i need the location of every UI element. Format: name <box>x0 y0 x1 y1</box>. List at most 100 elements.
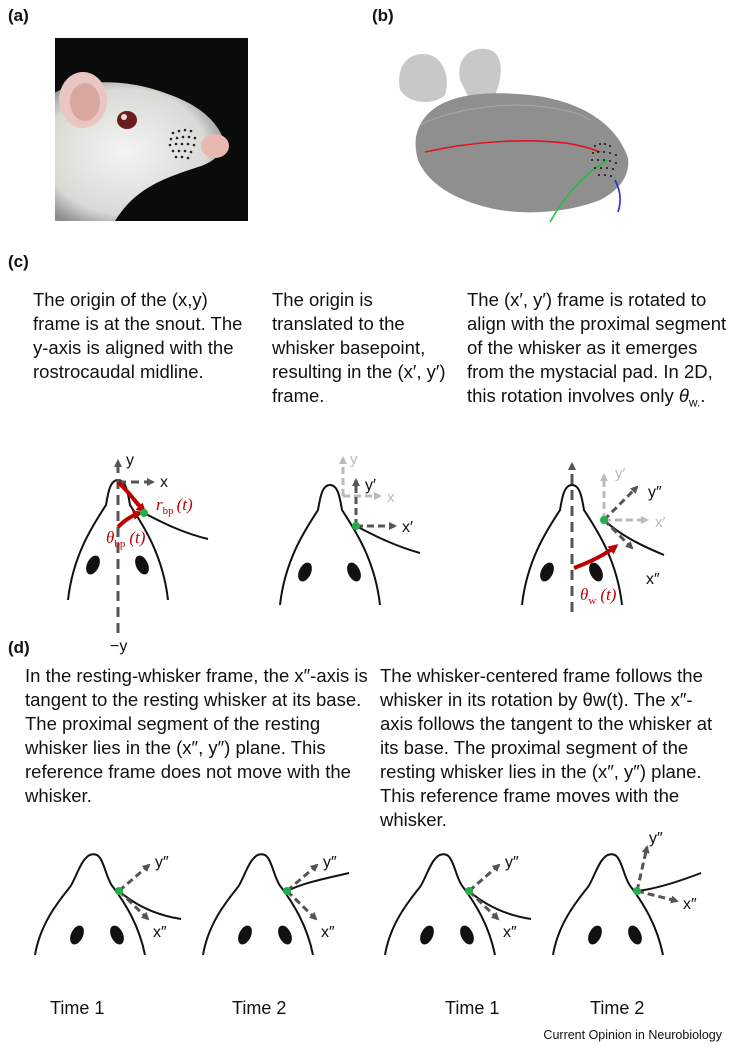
whisker-curve <box>636 872 702 892</box>
x-label: x <box>160 474 168 491</box>
y-dprime-axis <box>118 863 151 893</box>
y-dprime-label: y″ <box>648 484 662 501</box>
head-outline <box>279 483 381 606</box>
left-eye <box>86 555 100 575</box>
r-symbol: r <box>156 495 163 514</box>
right-eye <box>278 925 292 945</box>
x-dprime-label: x″ <box>683 896 697 913</box>
y-prime-label: y′ <box>615 465 626 482</box>
whisker-basepoint <box>600 516 608 524</box>
head-diagram-d1: y″ x″ <box>34 853 182 956</box>
left-eye <box>70 925 84 945</box>
panel-label-b: (b) <box>372 6 394 25</box>
left-eye <box>420 925 434 945</box>
y-dprime-axis <box>468 863 501 893</box>
y-prime-label: y′ <box>365 477 376 494</box>
head-outline <box>384 853 496 956</box>
time-label-3: Time 1 <box>445 998 500 1018</box>
head-diagram-d4: y″ x″ <box>552 830 702 956</box>
head-outline <box>34 853 146 956</box>
caption-c3: The (x′, y′) frame is rotated to align w… <box>467 288 729 415</box>
ghost-x-label: x <box>387 489 395 506</box>
green-whisker-curve <box>549 159 609 223</box>
theta-bp-label: θbp(t) <box>106 528 146 550</box>
panel-label-d: (d) <box>8 638 30 657</box>
neg-y-label: −y <box>110 638 127 655</box>
y-dprime-axis <box>602 485 639 522</box>
caption-d1: In the resting-whisker frame, the x″-axi… <box>25 665 368 806</box>
theta-symbol: θ <box>106 528 114 547</box>
caption-c3-theta-sub: w. <box>688 395 701 410</box>
rat-head-3d-model <box>399 48 629 223</box>
caption-c3-theta: θ <box>678 385 689 406</box>
head-outline <box>202 853 314 956</box>
r-bp-label: rbp(t) <box>156 495 193 517</box>
left-eye <box>238 925 252 945</box>
x-dprime-axis <box>117 889 150 921</box>
head-diagram-c2: y x y′ x′ <box>279 451 421 606</box>
journal-credit: Current Opinion in Neurobiology <box>543 1028 722 1042</box>
y-dprime-axis <box>635 845 650 892</box>
midline-curve <box>424 140 601 153</box>
x-prime-label: x′ <box>655 514 666 531</box>
whisker-basepoint <box>283 887 291 895</box>
x-dprime-label: x″ <box>503 924 517 941</box>
caption-c3-end: . <box>700 385 706 406</box>
y-dprime-axis <box>286 863 319 893</box>
x-dprime-axis <box>467 889 500 921</box>
x-dprime-axis <box>602 518 634 550</box>
whisker-basepoint <box>115 887 123 895</box>
whisker-curve <box>355 525 421 554</box>
y-dprime-label: y″ <box>155 854 169 871</box>
theta-bp-arc <box>116 510 143 529</box>
blue-whisker-curve <box>614 179 621 213</box>
right-eye <box>347 562 361 582</box>
right-eye <box>110 925 124 945</box>
r-sub: bp <box>163 505 175 517</box>
r-arg: (t) <box>177 495 193 514</box>
theta-sub: w <box>588 595 596 607</box>
head-diagram-d3: y″ x″ <box>384 853 532 956</box>
left-eye <box>588 925 602 945</box>
x-dprime-axis <box>285 889 318 921</box>
theta-w-label: θw (t) <box>580 585 617 607</box>
right-eye <box>589 562 603 582</box>
whisker-basepoint <box>465 887 473 895</box>
x-prime-label: x′ <box>402 519 413 536</box>
y-dprime-label: y″ <box>649 830 663 847</box>
head-diagram-d2: y″ x″ <box>202 853 350 956</box>
whisker-basepoint <box>140 509 148 517</box>
head-outline <box>521 483 623 606</box>
whisker-basepoint <box>633 887 641 895</box>
caption-d2: The whisker-centered frame follows the w… <box>380 665 713 830</box>
time-label-1: Time 1 <box>50 998 105 1018</box>
theta-symbol: θ <box>580 585 588 604</box>
head-diagram-c1: y x −y rbp(t) θbp(t) <box>67 452 209 655</box>
caption-c2: The origin is translated to the whisker … <box>272 289 446 406</box>
left-eye <box>540 562 554 582</box>
theta-arg: (t) <box>600 585 616 604</box>
theta-sub: bp <box>114 538 126 550</box>
time-label-2: Time 2 <box>232 998 287 1018</box>
right-eye <box>628 925 642 945</box>
panel-label-a: (a) <box>8 6 29 25</box>
right-eye <box>135 555 149 575</box>
whisker-curve <box>143 512 209 540</box>
caption-c3-text: The (x′, y′) frame is rotated to align w… <box>467 289 727 406</box>
r-bp-vector <box>116 480 147 514</box>
time-label-4: Time 2 <box>590 998 645 1018</box>
left-eye <box>298 562 312 582</box>
y-label: y <box>126 452 134 469</box>
x-dprime-label: x″ <box>646 571 660 588</box>
whisker-curve <box>468 890 532 920</box>
right-eye <box>460 925 474 945</box>
y-dprime-label: y″ <box>323 854 337 871</box>
x-dprime-label: x″ <box>153 924 167 941</box>
whisker-basepoint <box>352 522 360 530</box>
whisker-curve <box>118 890 182 920</box>
theta-arg: (t) <box>129 528 145 547</box>
theta-w-arc <box>573 544 619 570</box>
x-dprime-label: x″ <box>321 924 335 941</box>
y-dprime-label: y″ <box>505 854 519 871</box>
x-dprime-axis <box>636 889 679 904</box>
